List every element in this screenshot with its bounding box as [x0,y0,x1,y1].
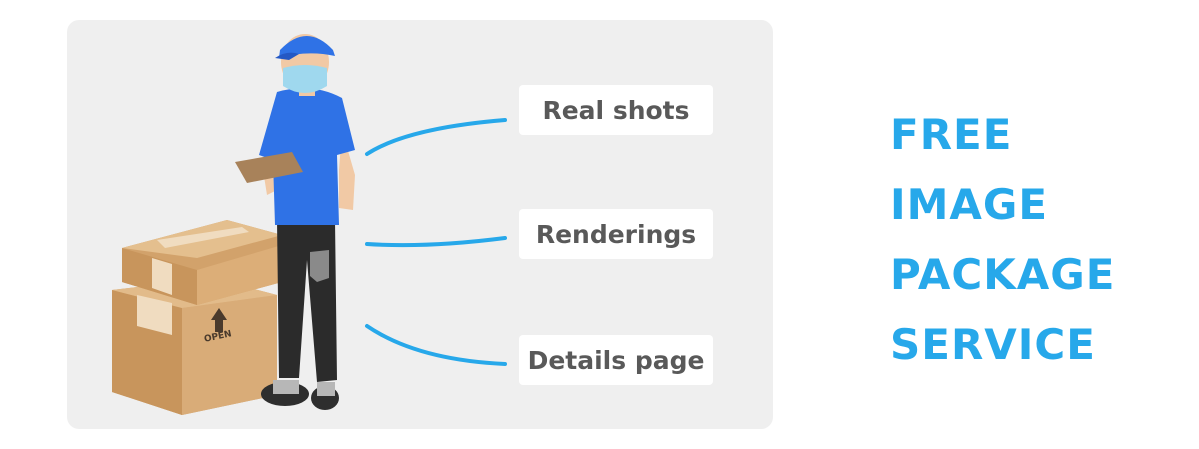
headline-line-4: SERVICE [890,320,1096,369]
label-details-page: Details page [519,335,713,385]
connector-lines [365,118,507,366]
up-arrow-icon [211,308,227,332]
face-mask-icon [283,65,327,93]
headline-line-3: PACKAGE [890,250,1116,299]
image-panel: Real shots Renderings Details page OPEN [67,20,773,429]
courier-person [235,34,355,410]
label-renderings-text: Renderings [535,219,697,249]
label-renderings: Renderings [519,209,713,259]
label-real-shots: Real shots [519,85,713,135]
headline: FREE IMAGE PACKAGE SERVICE [890,100,1115,380]
cardboard-box [112,220,282,415]
label-details-page-text: Details page [527,345,705,375]
headline-line-1: FREE [890,110,1013,159]
label-real-shots-text: Real shots [542,95,690,125]
courier-illustration [112,34,355,415]
headline-line-2: IMAGE [890,180,1049,229]
